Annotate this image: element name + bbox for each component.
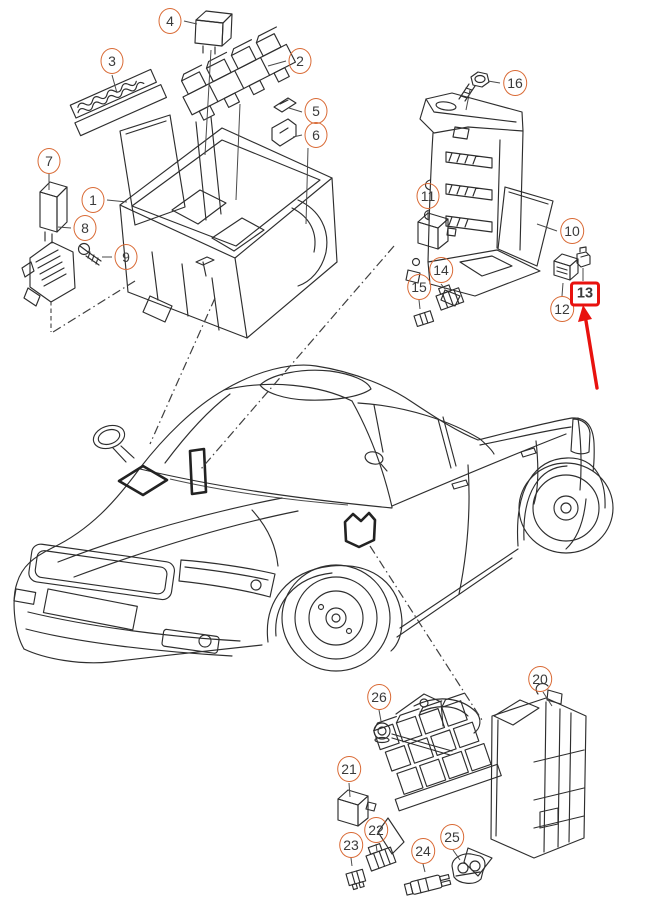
diamond-marker-hood xyxy=(117,464,169,497)
callout-10[interactable]: 10 xyxy=(560,218,584,244)
relay-carrier-strip xyxy=(180,26,297,121)
callout-5[interactable]: 5 xyxy=(304,98,328,124)
callout-20[interactable]: 20 xyxy=(528,666,552,692)
relay-item-4 xyxy=(194,10,233,55)
location-leader-lines xyxy=(50,245,483,721)
interior-fuse-holder-assembly xyxy=(337,683,587,896)
screw-item-9 xyxy=(77,242,102,266)
callout-14[interactable]: 14 xyxy=(429,257,453,283)
fuse-holder-item-25 xyxy=(451,853,486,884)
fuse-item-14 xyxy=(435,284,465,311)
front-wheel xyxy=(281,564,391,672)
fuse-holder-frame-item-20 xyxy=(373,683,587,877)
nut-item-26 xyxy=(373,722,453,756)
callout-16[interactable]: 16 xyxy=(503,70,527,96)
bracket-item-6 xyxy=(271,118,297,147)
callout-11[interactable]: 11 xyxy=(416,183,440,209)
fog-light xyxy=(161,628,220,654)
headlight xyxy=(178,559,276,598)
relay-item-21 xyxy=(337,789,377,827)
side-mirror xyxy=(92,424,135,463)
callout-15[interactable]: 15 xyxy=(407,274,431,300)
shield-marker-front-door xyxy=(343,511,377,549)
callout-8[interactable]: 8 xyxy=(73,215,97,241)
highlighted-callout-13[interactable]: 13 xyxy=(570,281,600,307)
callout-9[interactable]: 9 xyxy=(114,244,138,270)
car-body-illustration xyxy=(13,364,614,672)
callout-26[interactable]: 26 xyxy=(367,684,391,710)
fuse-holder-item-24 xyxy=(403,873,452,896)
fusebox-lid-panel xyxy=(119,114,222,226)
fuse-item-15 xyxy=(413,310,435,328)
engine-bay-fusebox-assembly xyxy=(21,10,338,339)
callout-4[interactable]: 4 xyxy=(158,8,182,34)
callout-1[interactable]: 1 xyxy=(81,187,105,213)
highlight-arrow-icon xyxy=(578,305,599,390)
callout-12[interactable]: 12 xyxy=(550,296,574,322)
relay-item-12 xyxy=(553,253,579,281)
callout-21[interactable]: 21 xyxy=(337,756,361,782)
fuse-item-23 xyxy=(345,868,367,891)
callout-7[interactable]: 7 xyxy=(37,148,61,174)
relay-item-11 xyxy=(417,212,457,250)
fusebox-housing xyxy=(119,127,338,339)
fuse-carrier-strip xyxy=(69,68,168,137)
fuse-item-22 xyxy=(365,843,397,872)
bracket-item-8 xyxy=(21,241,76,307)
callout-6[interactable]: 6 xyxy=(304,122,328,148)
relay-item-7 xyxy=(39,181,68,244)
callout-24[interactable]: 24 xyxy=(411,838,435,864)
callout-22[interactable]: 22 xyxy=(364,817,388,843)
clip-item-5 xyxy=(273,97,297,113)
screw-item-16 xyxy=(458,71,490,102)
callout-25[interactable]: 25 xyxy=(440,824,464,850)
callout-2[interactable]: 2 xyxy=(288,48,312,74)
fuse-holder-item-13 xyxy=(576,246,591,268)
callout-23[interactable]: 23 xyxy=(339,832,363,858)
callout-3[interactable]: 3 xyxy=(100,48,124,74)
rear-wheel xyxy=(518,462,614,554)
bar-marker-cowl xyxy=(188,447,208,496)
